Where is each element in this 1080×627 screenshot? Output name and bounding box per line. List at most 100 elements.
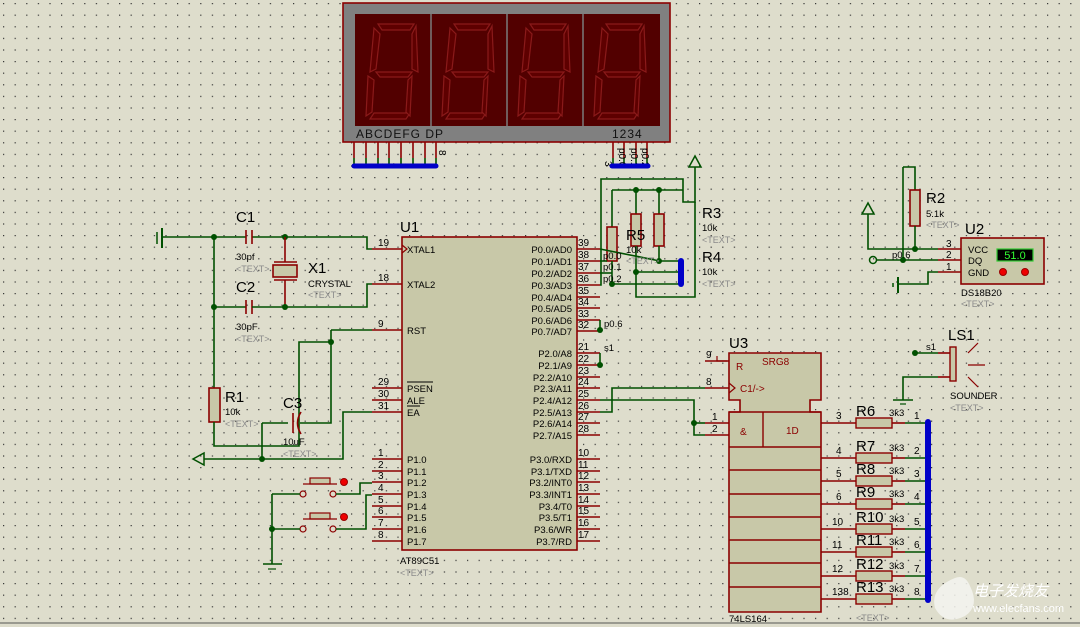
ls1-ref: LS1 (948, 327, 975, 344)
u1-pin-number: 15 (578, 506, 590, 517)
u1-pin-name: XTAL1 (407, 245, 435, 256)
segment (557, 74, 565, 118)
segment (368, 112, 412, 120)
x1-value: CRYSTAL (308, 279, 351, 290)
u1-pin-number: 38 (578, 250, 590, 261)
text-placeholder: <TEXT> (283, 449, 317, 459)
junction-dot (900, 257, 906, 263)
net-label-p0-2: p0.2 (603, 274, 622, 285)
u3-pin-number: 9 (706, 350, 712, 361)
decrease-temp-button[interactable] (999, 268, 1007, 276)
wire (252, 236, 372, 250)
segment (444, 112, 488, 120)
c3-value: 10uF (283, 437, 305, 448)
text-placeholder: <TEXT> (961, 299, 995, 309)
push-button-1[interactable] (309, 477, 331, 485)
segment (441, 74, 451, 118)
wire (903, 166, 916, 190)
u1-pin-name: XTAL2 (407, 280, 435, 291)
digit-2 (441, 23, 495, 120)
u1-pin-name: P1.4 (407, 502, 427, 513)
junction-dot (609, 281, 615, 287)
digit-pin-label: 3 (602, 161, 613, 167)
u1-pin-name: P0.7/AD7 (531, 327, 572, 338)
resistor-value: 3k3 (889, 489, 904, 500)
u1-pin-name: P3.6/WR (534, 525, 572, 536)
text-placeholder: <TEXT> (626, 256, 660, 266)
u2-pin-number: 3 (946, 239, 952, 250)
r2-value: 5.1k (926, 209, 944, 220)
r1-resistor[interactable] (208, 387, 221, 423)
ls1-sounder[interactable] (949, 346, 957, 382)
wire (252, 283, 372, 308)
temperature-value: 51.0 (1004, 250, 1025, 262)
u3-part: 74LS164 (729, 614, 767, 625)
resistor-ref: R7 (856, 438, 875, 455)
u1-pin-name: P0.5/AD5 (531, 304, 572, 315)
junction-dot (269, 526, 275, 532)
u1-pin-name: RST (407, 326, 426, 337)
u1-pin-number: 2 (378, 460, 384, 471)
segment (452, 23, 492, 31)
u1-pin-name: P3.7/RD (536, 537, 572, 548)
u3-function: SRG8 (762, 357, 790, 368)
u1-pin-name: P3.3/INT1 (529, 490, 572, 501)
u1-pin-number: 19 (378, 238, 390, 249)
wire (336, 482, 372, 495)
u1-pin-number: 28 (578, 424, 590, 435)
u1-pin-name: P3.4/T0 (539, 502, 572, 513)
button-state-indicator[interactable] (340, 513, 348, 521)
u1-pin-name: P3.0/RXD (530, 455, 572, 466)
wire (898, 271, 938, 285)
u1-at89c51[interactable] (401, 236, 578, 551)
segment (374, 71, 414, 78)
temperature-readout[interactable] (996, 248, 1034, 262)
schematic-layer: ABCDEFG DP1234123456783p0.0p0.1p0.2U1AT8… (156, 2, 1064, 625)
push-button-2[interactable] (309, 512, 331, 520)
sound-wave-icon (967, 376, 979, 388)
increase-temp-button[interactable] (1021, 268, 1029, 276)
u3-pin-number: 1 (712, 412, 718, 423)
wire (867, 214, 938, 250)
text-placeholder: <TEXT> (702, 235, 736, 245)
bus-pin-number: 6 (914, 540, 920, 551)
clock-marker (728, 382, 736, 394)
r2-resistor[interactable] (909, 189, 921, 227)
resistor-ref: R12 (856, 556, 884, 573)
u1-pin-number: 8 (378, 530, 384, 541)
resistor-value: 3k3 (889, 443, 904, 454)
resistor-ref: R10 (856, 509, 884, 526)
sound-wave-icon (967, 342, 979, 354)
r3-resistor[interactable] (653, 213, 665, 247)
r2-ref: R2 (926, 190, 945, 207)
r5-value: 10k (626, 245, 642, 256)
ls1-value: SOUNDER (950, 391, 998, 402)
u1-pin-name: P0.1/AD1 (531, 257, 572, 268)
clock-marker (401, 244, 408, 254)
u2-pin-number: 2 (946, 250, 952, 261)
text-placeholder: <TEXT> (225, 419, 259, 429)
wire (600, 399, 705, 436)
net-label-u2-dq: p0.6 (892, 250, 911, 261)
u1-pin-number: 35 (578, 286, 590, 297)
u3-pin-number: 5 (836, 469, 842, 480)
u1-pin-number: 24 (578, 377, 590, 388)
digit-pin-label: p0.0 (616, 148, 627, 168)
button-state-indicator[interactable] (340, 478, 348, 486)
u3-74ls164[interactable] (728, 352, 822, 613)
segment (445, 26, 457, 74)
r5-ref: R5 (626, 227, 645, 244)
x1-crystal[interactable] (272, 264, 298, 278)
u3-pin-number: 3 (836, 411, 842, 422)
u1-pin-name: P2.2/A10 (533, 373, 572, 384)
u1-pin-number: 34 (578, 297, 590, 308)
u1-pin-name: PSEN (407, 384, 433, 395)
u1-pin-name: P2.3/A11 (534, 384, 572, 395)
r1-value: 10k (225, 407, 241, 418)
resistor-ref: R8 (856, 461, 875, 478)
terminal-icon[interactable] (868, 255, 878, 265)
u1-pin-number: 4 (378, 483, 384, 494)
u1-pin-number: 26 (578, 401, 590, 412)
elecfans-watermark-logo (934, 577, 974, 620)
